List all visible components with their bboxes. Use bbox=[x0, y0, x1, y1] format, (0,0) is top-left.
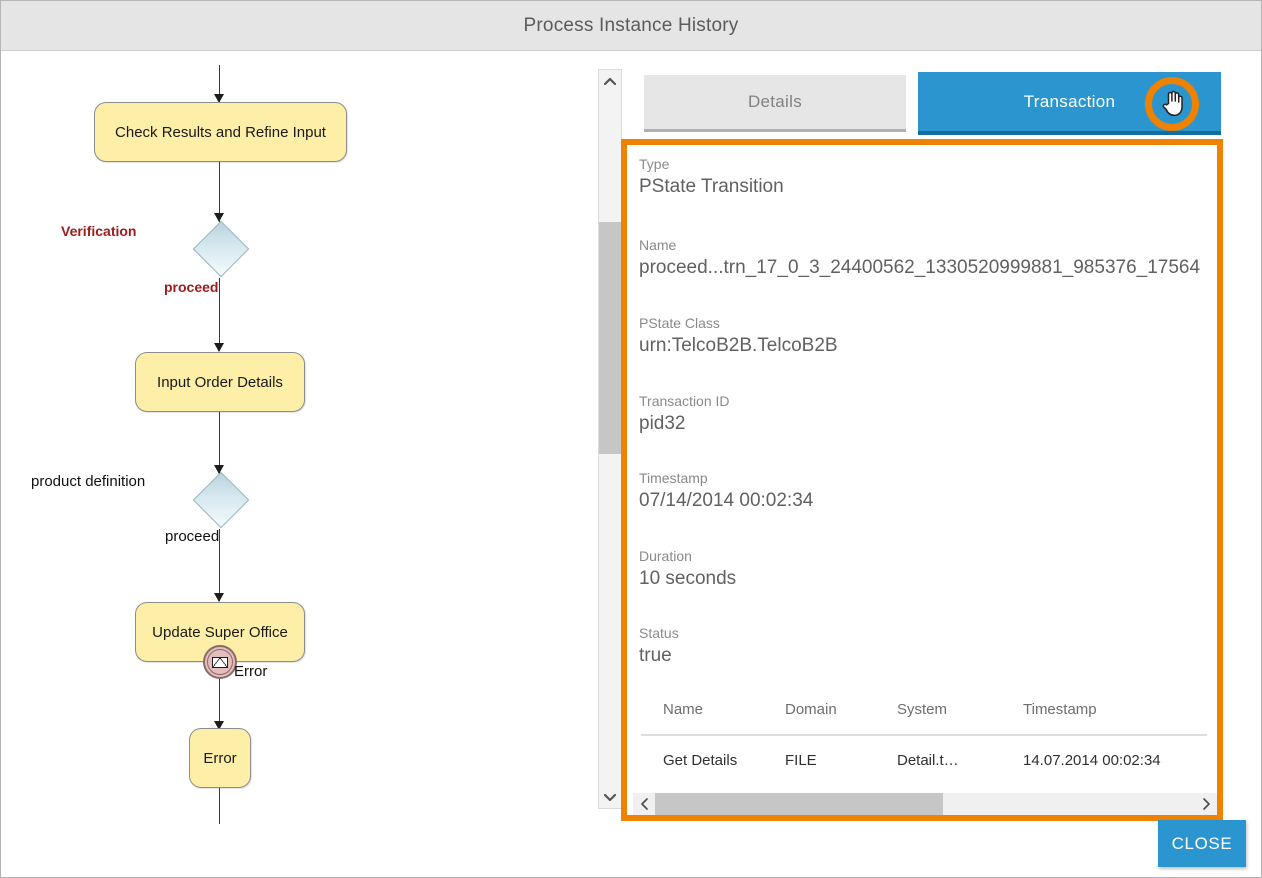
edge-gateway1-to-input-order bbox=[219, 278, 220, 351]
table-header-divider bbox=[641, 734, 1207, 736]
field-transaction-id: Transaction ID pid32 bbox=[639, 393, 730, 436]
table-row[interactable]: Get Details FILE Detail.t… 14.07.2014 00… bbox=[633, 736, 1217, 769]
field-label: Transaction ID bbox=[639, 393, 730, 409]
task-node-input-order-details[interactable]: Input Order Details bbox=[135, 352, 305, 412]
field-label: PState Class bbox=[639, 315, 720, 331]
gateway-product-definition[interactable] bbox=[192, 471, 250, 529]
task-node-update-super-office[interactable]: Update Super Office bbox=[135, 602, 305, 662]
horizontal-scrollbar-thumb[interactable] bbox=[655, 793, 943, 815]
hand-pointer-cursor bbox=[1162, 89, 1184, 117]
edge-incoming-top bbox=[219, 65, 220, 103]
edge-input-order-to-gateway2 bbox=[219, 412, 220, 474]
horizontal-scrollbar-track[interactable] bbox=[655, 793, 1195, 815]
cell-name: Get Details bbox=[663, 752, 738, 769]
field-label: Duration bbox=[639, 548, 692, 564]
edge-label-error: Error bbox=[234, 663, 268, 680]
field-pstate-class: PState Class urn:TelcoB2B.TelcoB2B bbox=[639, 315, 838, 358]
field-type: Type PState Transition bbox=[639, 156, 784, 199]
column-header-name[interactable]: Name bbox=[663, 701, 704, 718]
node-label: Update Super Office bbox=[152, 623, 288, 641]
field-label: Timestamp bbox=[639, 470, 708, 486]
arrowhead-into-update-super-office bbox=[214, 593, 224, 602]
cell-system: Detail.t… bbox=[897, 752, 959, 769]
gateway-verification[interactable] bbox=[192, 220, 250, 278]
field-value: PState Transition bbox=[639, 176, 784, 197]
field-value: proceed...trn_17_0_3_24400562_1330520999… bbox=[639, 257, 1201, 278]
field-value: urn:TelcoB2B.TelcoB2B bbox=[639, 335, 838, 356]
arrowhead-into-gateway2 bbox=[214, 465, 224, 474]
edge-label-verification: Verification bbox=[61, 223, 137, 239]
boundary-error-event[interactable] bbox=[203, 645, 237, 679]
field-label: Status bbox=[639, 625, 679, 641]
chevron-left-icon[interactable] bbox=[633, 793, 655, 815]
edge-label-proceed-1: proceed bbox=[164, 279, 219, 295]
field-value: 07/14/2014 00:02:34 bbox=[639, 490, 814, 511]
transaction-detail-panel: Type PState Transition Name proceed...tr… bbox=[621, 139, 1223, 821]
edge-gateway2-to-update-super-office bbox=[219, 529, 220, 601]
chevron-right-icon[interactable] bbox=[1195, 793, 1217, 815]
edge-check-to-gateway1 bbox=[219, 162, 220, 222]
column-header-system[interactable]: System bbox=[897, 701, 948, 718]
field-name: Name proceed...trn_17_0_3_24400562_13305… bbox=[639, 237, 1200, 280]
node-label: Check Results and Refine Input bbox=[115, 123, 326, 141]
table-header-row: Name Domain System Timestamp bbox=[633, 701, 1217, 734]
field-value: pid32 bbox=[639, 413, 686, 434]
cell-timestamp: 14.07.2014 00:02:34 bbox=[1023, 752, 1161, 769]
arrowhead-into-input-order bbox=[214, 343, 224, 352]
chevron-up-icon[interactable] bbox=[599, 70, 621, 92]
field-label: Name bbox=[639, 237, 677, 253]
column-header-domain[interactable]: Domain bbox=[785, 701, 837, 718]
arrowhead-into-error-node bbox=[214, 721, 224, 730]
table-horizontal-scrollbar[interactable] bbox=[633, 793, 1217, 815]
diagram-vertical-scrollbar[interactable] bbox=[598, 69, 622, 809]
field-timestamp: Timestamp 07/14/2014 00:02:34 bbox=[639, 470, 813, 513]
edge-label-proceed-2: proceed bbox=[165, 528, 220, 545]
page-title: Process Instance History bbox=[523, 15, 739, 36]
tab-label: Details bbox=[747, 92, 803, 111]
edge-error-event-to-error-node bbox=[219, 679, 220, 729]
node-label: Input Order Details bbox=[157, 373, 283, 391]
click-highlight-ring bbox=[1145, 77, 1199, 131]
field-duration: Duration 10 seconds bbox=[639, 548, 736, 591]
node-label: Error bbox=[203, 749, 237, 767]
close-button[interactable]: CLOSE bbox=[1158, 820, 1246, 867]
field-status: Status true bbox=[639, 625, 679, 668]
close-button-label: CLOSE bbox=[1171, 833, 1233, 853]
field-value: true bbox=[639, 645, 672, 666]
task-node-check-results[interactable]: Check Results and Refine Input bbox=[94, 102, 347, 162]
field-value: 10 seconds bbox=[639, 568, 737, 589]
edge-outgoing-bottom bbox=[219, 788, 220, 824]
field-label: Type bbox=[639, 156, 670, 172]
vertical-scrollbar-thumb[interactable] bbox=[599, 222, 621, 454]
tab-details[interactable]: Details bbox=[644, 75, 906, 132]
tab-label: Transaction bbox=[1023, 91, 1116, 111]
envelope-icon bbox=[212, 656, 228, 668]
process-diagram-canvas[interactable]: Check Results and Refine Input Verificat… bbox=[2, 52, 590, 876]
chevron-down-icon[interactable] bbox=[599, 786, 621, 808]
task-node-error[interactable]: Error bbox=[189, 728, 251, 788]
column-header-timestamp[interactable]: Timestamp bbox=[1023, 701, 1097, 718]
arrowhead-into-check-results bbox=[214, 94, 224, 103]
transaction-steps-table: Name Domain System Timestamp Get Details… bbox=[633, 701, 1217, 769]
error-event-inner-ring bbox=[207, 649, 233, 675]
cell-domain: FILE bbox=[785, 752, 817, 769]
arrowhead-into-gateway1 bbox=[214, 213, 224, 222]
edge-label-product-definition: product definition bbox=[31, 473, 146, 490]
dialog-titlebar: Process Instance History bbox=[1, 1, 1261, 51]
